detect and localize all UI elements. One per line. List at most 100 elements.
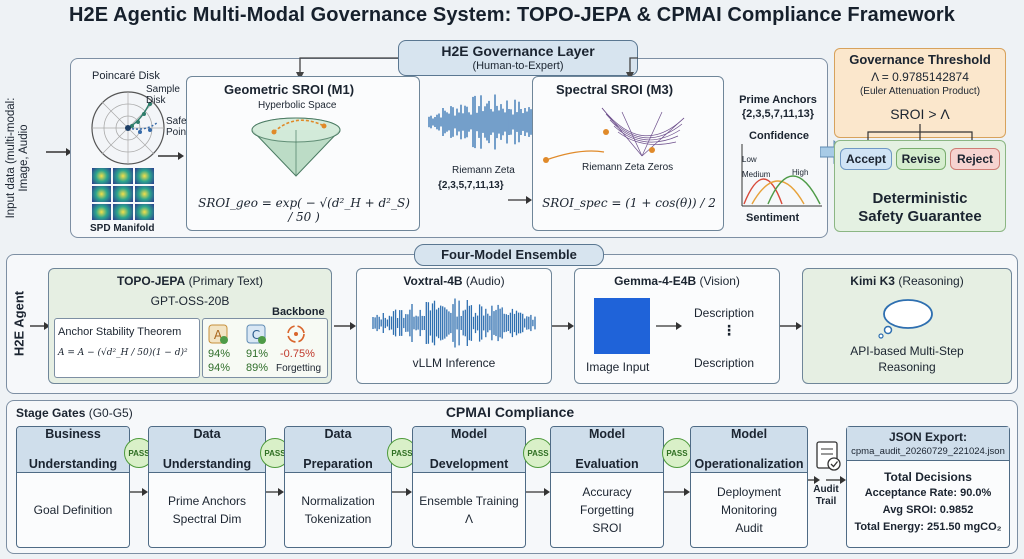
- topo-jepa-title: TOPO-JEPA (Primary Text): [116, 274, 264, 288]
- sample-disk-label: Sample Disk: [146, 84, 180, 106]
- stage-gate-title: Data: [193, 427, 221, 441]
- spd-manifold-label: SPD Manifold: [90, 223, 155, 234]
- guarantee-line1: Deterministic: [872, 190, 968, 207]
- stage-gate-item: Spectral Dim: [172, 512, 242, 526]
- sentiment-label: Sentiment: [746, 212, 800, 224]
- stage-gate-item: Prime Anchors: [167, 494, 247, 508]
- voxtral-title: Voxtral-4B (Audio): [403, 274, 505, 288]
- stage-gate-item: SROI: [592, 521, 622, 535]
- zeta-zeros-graphic: [601, 107, 685, 157]
- prime-anchors-set: {2,3,5,7,11,13}: [741, 108, 815, 120]
- stage-gate-subtitle: Evaluation: [575, 457, 639, 471]
- threshold-note: (Euler Attenuation Product): [859, 86, 981, 97]
- conf-high: High: [792, 168, 809, 177]
- spd-manifold-grid: [92, 168, 154, 220]
- gemma-description-1: Description: [694, 306, 755, 320]
- metric-robust-1: 91%: [246, 348, 269, 360]
- stage-gate-item: Normalization: [301, 494, 375, 508]
- input-data-label: Input data (multi-modal: Image, Audio: [5, 97, 30, 219]
- voxtral-to-gemma-arrow: [552, 322, 574, 330]
- stage-gate-subtitle: Preparation: [303, 457, 373, 471]
- svg-text:A: A: [214, 328, 223, 342]
- m1-title: Geometric SROI (M1): [224, 82, 355, 97]
- backbone-label: Backbone: [272, 306, 325, 318]
- gemma-image-input-label: Image Input: [586, 360, 650, 374]
- gemma-title: Gemma-4-E4B (Vision): [614, 274, 740, 288]
- stage-gate-subtitle: Understanding: [162, 457, 252, 471]
- stage-gate-body: Goal Definition: [17, 473, 129, 547]
- acceptance-rate: Acceptance Rate: 90.0%: [864, 487, 992, 499]
- page-title: H2E Agentic Multi-Modal Governance Syste…: [68, 4, 956, 26]
- stage-gate-item: Goal Definition: [33, 503, 113, 517]
- h2e-agent-label: H2E Agent: [11, 290, 27, 357]
- cpmai-title: CPMAI Compliance: [445, 404, 575, 420]
- anchor-theorem-formula: A = A − (√d²_H / 50)(1 − d)²: [58, 348, 188, 358]
- governance-layer-title: H2E Governance Layer: [441, 43, 595, 59]
- kimi-title: Kimi K3 (Reasoning): [850, 274, 964, 288]
- header-connectors: [296, 57, 638, 80]
- metric-robust-2: 89%: [246, 362, 269, 374]
- stage-gate-item: Ensemble Training: [419, 494, 519, 508]
- spectral-sroi-panel: [532, 76, 724, 231]
- conf-low: Low: [742, 155, 757, 164]
- stage-gate-item: Forgetting: [579, 503, 635, 517]
- stage-gate-title: Model: [588, 427, 626, 441]
- m3-dot-path: [543, 150, 605, 163]
- voxtral-waveform: [372, 298, 536, 348]
- metric-accuracy-2: 94%: [208, 362, 231, 374]
- hyperbolic-space-label: Hyperbolic Space: [258, 100, 337, 111]
- accuracy-icon: A: [208, 324, 228, 344]
- kimi-caption-2: Reasoning: [878, 360, 936, 374]
- threshold-value: Λ = 0.9785142874: [871, 70, 969, 84]
- total-decisions: Total Decisions: [884, 470, 972, 484]
- stage-gate-title: Data: [324, 427, 352, 441]
- json-export-filename[interactable]: cpma_audit_20260729_221024.json: [851, 446, 1005, 457]
- zeta-to-m3-arrow: [508, 196, 532, 204]
- robustness-icon: C: [246, 324, 266, 344]
- stage-gate-item: Λ: [464, 512, 473, 526]
- anchor-theorem-box: [54, 318, 200, 378]
- forgetting-icon: [287, 325, 305, 343]
- stage-gate-title: Business: [45, 427, 101, 441]
- m3-formula: SROI_spec = (1 + cos(θ)) / 2: [542, 196, 716, 210]
- governance-layer-subtitle: (Human-to-Expert): [472, 60, 564, 72]
- audit-trail-label-2: Trail: [815, 496, 837, 507]
- threshold-rule: SROI > Λ: [890, 106, 950, 122]
- stage-gate-title: Model: [730, 427, 768, 441]
- reject-button[interactable]: Reject: [950, 148, 1000, 170]
- riemann-zeta-label: Riemann Zeta: [452, 165, 515, 176]
- prime-anchors-title: Prime Anchors: [739, 94, 817, 106]
- voxtral-panel: [356, 268, 552, 384]
- revise-button[interactable]: Revise: [896, 148, 946, 170]
- hyperbolic-cone-graphic: [251, 117, 341, 177]
- stage-gate-item: Deployment: [716, 485, 782, 499]
- conf-medium: Medium: [742, 170, 771, 179]
- gemma-to-kimi-arrow: [780, 322, 802, 330]
- voxtral-caption: vLLM Inference: [412, 356, 496, 370]
- gate-to-audit-arrow: [808, 476, 820, 484]
- stage-gate-item: Monitoring: [720, 503, 778, 517]
- metric-forgetting-value: -0.75%: [280, 348, 315, 360]
- confidence-label: Confidence: [749, 130, 809, 142]
- gate-arrow: [392, 488, 412, 496]
- stage-gate-subtitle: Understanding: [28, 457, 118, 471]
- accept-button[interactable]: Accept: [840, 148, 892, 170]
- confidence-curves: [741, 144, 822, 207]
- audit-to-json-arrow: [826, 476, 846, 484]
- pass-badge: PASS: [523, 438, 553, 468]
- riemann-zeta-primes: {2,3,5,7,11,13}: [438, 180, 504, 191]
- gate-arrow: [526, 488, 550, 496]
- zeta-zeros-label: Riemann Zeta Zeros: [582, 162, 674, 173]
- topo-to-voxtral-arrow: [334, 322, 356, 330]
- governance-layer-header: H2E Governance Layer (Human-to-Expert): [398, 40, 638, 76]
